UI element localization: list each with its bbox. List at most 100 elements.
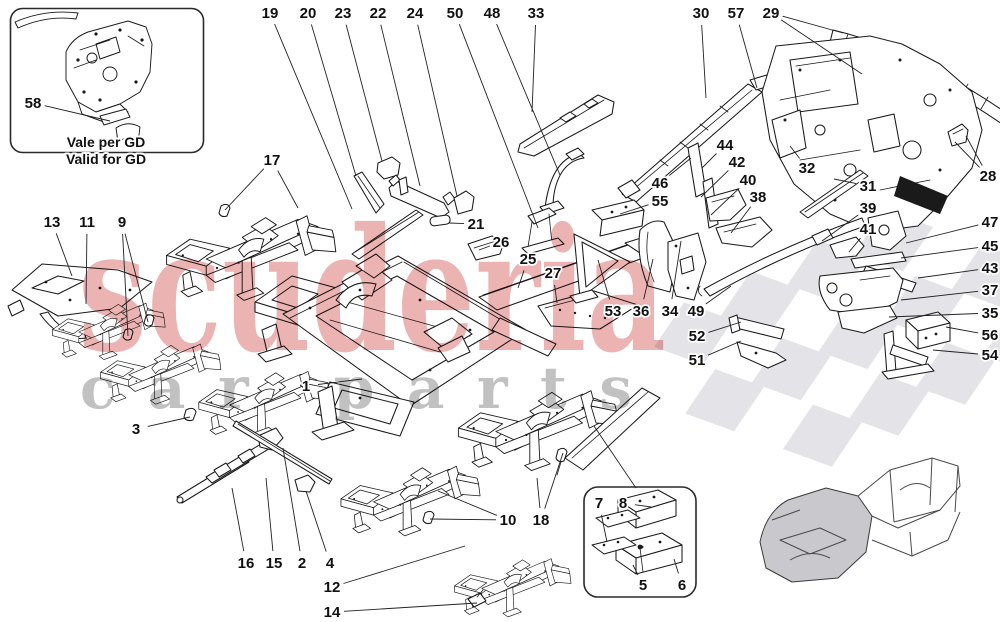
callout-49: 49	[688, 303, 705, 320]
flag-check-cell	[782, 404, 862, 467]
callout-22: 22	[370, 5, 387, 22]
flag-check-cell	[849, 373, 929, 436]
leader-line-57	[738, 24, 758, 89]
callout-9: 9	[118, 214, 126, 231]
lower-left-bars	[177, 421, 332, 503]
leader-line-7	[600, 514, 608, 543]
callout-2: 2	[298, 555, 306, 572]
callout-16: 16	[238, 555, 255, 572]
callout-19: 19	[262, 5, 279, 22]
leader-lines	[44, 15, 983, 612]
leader-line-3	[147, 416, 191, 427]
leader-line-8	[634, 504, 652, 508]
leader-line-5	[632, 564, 639, 576]
callout-14: 14	[324, 604, 341, 621]
leader-line-36	[643, 258, 654, 300]
leader-line-28	[965, 135, 983, 166]
callout-18: 18	[533, 512, 550, 529]
leader-line-18	[536, 477, 541, 509]
callout-39: 39	[860, 200, 877, 217]
flag-check-cell	[951, 244, 1000, 307]
callout-10: 10	[500, 512, 517, 529]
callout-53: 53	[605, 303, 622, 320]
leader-line-12	[343, 545, 466, 584]
callout-13: 13	[44, 214, 61, 231]
callout-40: 40	[740, 172, 757, 189]
callout-20: 20	[300, 5, 317, 22]
callout-26: 26	[493, 234, 510, 251]
leader-line-50	[458, 24, 539, 229]
leader-line-29	[780, 19, 863, 75]
inset-caption-line2: Valid for GD	[66, 151, 146, 167]
callout-5: 5	[639, 577, 647, 594]
leader-line-27	[554, 284, 558, 304]
leader-line-47	[905, 224, 979, 244]
leader-line-20	[310, 24, 357, 177]
callout-35: 35	[982, 305, 999, 322]
leader-line-46	[669, 157, 692, 176]
leader-line-38	[730, 206, 752, 234]
watermark: scuderia car parts	[78, 191, 666, 422]
callout-25: 25	[520, 251, 537, 268]
leader-line-55	[619, 204, 649, 215]
callout-52: 52	[689, 328, 706, 345]
leader-line-26	[478, 245, 491, 251]
leader-line-34	[671, 240, 682, 300]
callout-37: 37	[982, 282, 999, 299]
reference-lines	[594, 426, 636, 488]
callout-21: 21	[468, 216, 485, 233]
watermark-text-primary: scuderia	[78, 191, 666, 391]
leader-line-11	[85, 233, 88, 305]
top-bars-and-brackets	[352, 95, 614, 260]
flag-check-cell	[751, 337, 831, 401]
gd-variant-inset: Vale per GD Valid for GD	[9, 7, 205, 169]
leader-line-9	[124, 233, 149, 323]
leader-line-2	[282, 447, 301, 552]
callout-42: 42	[729, 154, 746, 171]
callout-34: 34	[662, 303, 679, 320]
callout-30: 30	[693, 5, 710, 22]
leader-line-30	[701, 24, 707, 99]
callout-24: 24	[407, 5, 424, 22]
frame-18-side-plate	[565, 388, 660, 470]
leader-line-17	[277, 170, 299, 209]
leader-line-4	[305, 490, 327, 552]
right-rails-and-strips	[698, 170, 950, 379]
hook-fasteners	[123, 204, 567, 523]
bulkhead-assembly	[618, 30, 1000, 232]
leader-line-45	[900, 247, 979, 259]
callout-1: 1	[302, 378, 310, 395]
mounting-kit-box	[584, 487, 696, 597]
leader-line-37	[900, 290, 979, 301]
callout-47: 47	[982, 214, 999, 231]
callout-23: 23	[335, 5, 352, 22]
reference-line	[594, 426, 636, 488]
callout-27: 27	[545, 265, 562, 282]
leader-line-43	[917, 269, 979, 279]
leader-line-17	[224, 168, 265, 211]
callout-6: 6	[678, 577, 686, 594]
callout-36: 36	[633, 303, 650, 320]
leader-line-21	[448, 222, 465, 225]
leader-line-58	[44, 105, 111, 122]
callout-4: 4	[326, 555, 335, 572]
leader-line-23	[345, 24, 383, 162]
leader-line-41	[848, 238, 861, 253]
leader-line-29	[782, 15, 844, 34]
callout-44: 44	[717, 137, 734, 154]
main-frame-assembly-1	[255, 254, 556, 440]
callout-12: 12	[324, 579, 341, 596]
leader-line-24	[417, 24, 458, 197]
chassis-overview	[760, 458, 960, 582]
callout-45: 45	[982, 238, 999, 255]
mid-right-brackets	[570, 143, 772, 303]
callout-54: 54	[982, 347, 999, 364]
callout-46: 46	[652, 175, 669, 192]
callout-15: 15	[266, 555, 283, 572]
callout-38: 38	[750, 189, 767, 206]
leader-line-42	[700, 170, 729, 198]
leader-line-28	[954, 141, 980, 168]
callout-41: 41	[860, 221, 877, 238]
